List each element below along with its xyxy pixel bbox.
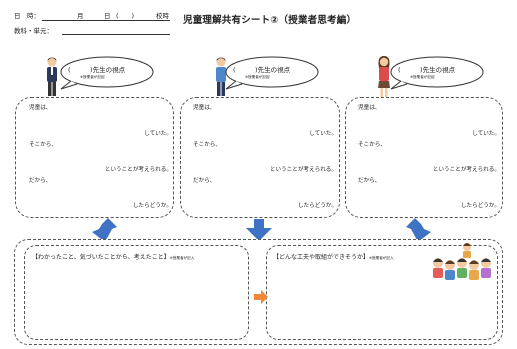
- ideas-heading-text: 【どんな工夫や取組ができそうか】: [273, 254, 370, 261]
- viewpoint-line: そこから、: [29, 142, 57, 148]
- speech-bubble: [390, 56, 484, 90]
- date-label: 日 時：: [14, 12, 40, 20]
- weekday-label: ( ): [116, 12, 135, 20]
- month-label: 月: [77, 12, 84, 20]
- children-group-icon: [433, 243, 491, 280]
- viewpoint-line: だから、: [29, 178, 52, 184]
- date-underline: [42, 20, 170, 21]
- viewpoint-title: ( )先生の視点: [398, 66, 456, 74]
- findings-box: [24, 245, 249, 340]
- viewpoint-line: したらどうか。: [460, 203, 500, 209]
- speech-bubble: [225, 56, 319, 90]
- subject-label: 教科・単元：: [14, 27, 53, 35]
- teacher-woman-icon: [378, 56, 390, 97]
- viewpoint-line: 児童は、: [193, 105, 216, 111]
- arrow-down-icon: [406, 218, 431, 242]
- findings-heading: 【わかったこと、気づいたことから、考えたこと】※授業者が記入: [32, 252, 194, 261]
- viewpoint-line: したらどうか。: [297, 203, 337, 209]
- viewpoint-line: そこから、: [358, 142, 386, 148]
- arrow-right-icon: [254, 290, 268, 304]
- viewpoint-box: [345, 97, 503, 218]
- speech-bubble: [60, 56, 154, 90]
- viewpoint-note: ※授業者が記起: [245, 75, 270, 79]
- findings-heading-text: 【わかったこと、気づいたことから、考えたこと】: [32, 254, 170, 261]
- viewpoint-line: 児童は、: [358, 105, 381, 111]
- viewpoint-box: [180, 97, 340, 218]
- viewpoint-box: [15, 97, 174, 218]
- teacher-man-icon: [47, 57, 57, 96]
- viewpoint-line: ということが考えられる。: [269, 167, 337, 173]
- subject-underline: [62, 34, 170, 35]
- viewpoint-line: していた。: [144, 131, 172, 137]
- teacher-man-icon: [216, 57, 226, 96]
- period-label: 校時: [156, 12, 169, 20]
- ideas-note: ※授業者が記入: [369, 256, 394, 260]
- page-title: 児童理解共有シート②（授業者思考編）: [183, 15, 357, 26]
- viewpoint-line: そこから、: [193, 142, 221, 148]
- viewpoint-line: していた。: [309, 131, 337, 137]
- viewpoint-note: ※授業者が記起: [410, 75, 435, 79]
- viewpoint-line: ということが考えられる。: [104, 167, 172, 173]
- day-label: 日: [104, 12, 111, 20]
- viewpoint-note: ※授業者が記起: [80, 75, 105, 79]
- arrow-down-icon: [246, 219, 272, 241]
- arrow-down-icon: [92, 218, 117, 242]
- viewpoint-line: 児童は、: [29, 105, 52, 111]
- viewpoint-line: だから、: [358, 178, 381, 184]
- viewpoint-line: ということが考えられる。: [432, 167, 500, 173]
- viewpoint-line: したらどうか。: [132, 203, 172, 209]
- viewpoint-title: ( )先生の視点: [233, 66, 291, 74]
- viewpoint-title: ( )先生の視点: [68, 66, 126, 74]
- ideas-heading: 【どんな工夫や取組ができそうか】※授業者が記入: [273, 252, 394, 261]
- findings-note: ※授業者が記入: [169, 256, 195, 260]
- viewpoint-line: だから、: [193, 178, 216, 184]
- viewpoint-line: していた。: [472, 131, 500, 137]
